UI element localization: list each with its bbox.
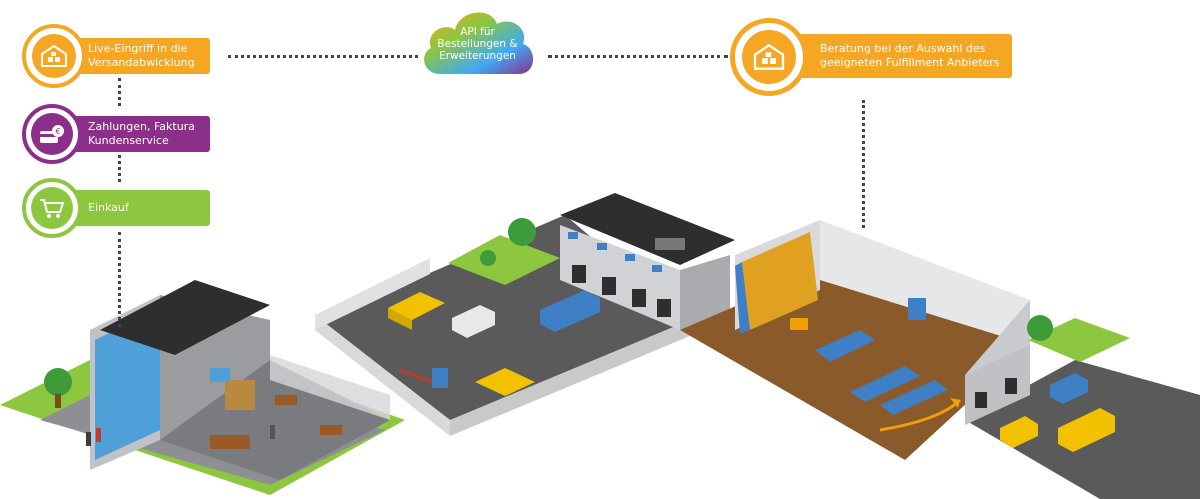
warehouse-icon: [742, 30, 796, 84]
roof-unit: [655, 238, 685, 250]
warehouse-icon: [32, 34, 76, 78]
delivery-van-yellow: [1000, 416, 1038, 448]
blue-shelving: [815, 330, 875, 362]
delivery-van: [1050, 373, 1088, 404]
delivery-truck: [1058, 408, 1115, 452]
warehouse-back-wall2: [820, 220, 1030, 345]
yard-fence-front: [315, 315, 450, 436]
cloud-text-line1: API für: [460, 26, 495, 38]
person: [270, 425, 275, 439]
svg-text:€: €: [55, 127, 60, 136]
cloud-text-line3: Erweiterungen: [439, 50, 516, 62]
api-cloud: API für Bestellungen & Erweiterungen: [415, 2, 540, 80]
callout-text-line2: geeigneten Fulfillment Anbieters: [820, 56, 1000, 69]
loading-door: [632, 289, 646, 307]
callout-text-line1: Live-Eingriff in die: [88, 42, 188, 55]
flow-arrowhead: [950, 398, 960, 408]
shopping-cart-icon: [31, 187, 73, 229]
office-screen: [210, 368, 230, 382]
office-roof: [100, 280, 270, 355]
connector-line: [548, 55, 728, 58]
container-truck: [540, 290, 600, 332]
callout-badge: [22, 178, 82, 238]
blue-shelving: [850, 366, 920, 402]
callout-text-line2: Versandabwicklung: [88, 56, 195, 69]
high-bay-rack-front: [735, 262, 750, 334]
loading-door: [602, 277, 616, 295]
callout-badge: €: [22, 104, 82, 164]
blue-shelving: [880, 380, 948, 415]
office-desk: [275, 395, 297, 405]
office-interior-floor: [160, 360, 390, 480]
warehouse-window: [568, 232, 578, 239]
loading-door: [657, 299, 671, 317]
office-desk: [210, 435, 250, 449]
dock-door: [975, 392, 987, 408]
office-wall-glass: [270, 355, 390, 420]
tree: [508, 218, 536, 246]
forklift: [790, 318, 808, 330]
warehouse-window: [652, 265, 662, 272]
callout-text-line1: Einkauf: [88, 201, 129, 214]
person: [86, 432, 91, 446]
connector-line: [118, 78, 121, 106]
dock-grass: [1028, 318, 1130, 362]
yard-fence-back: [315, 258, 430, 330]
yard-fence-front2: [450, 320, 690, 436]
connector-line: [228, 55, 418, 58]
loading-door: [572, 265, 586, 283]
callout-text-line1: Zahlungen, Faktura: [88, 120, 195, 133]
warehouse-roof: [560, 193, 735, 265]
office-glass-facade: [95, 308, 160, 460]
connector-line: [118, 155, 121, 182]
yard-grass: [448, 235, 560, 285]
connector-line: [118, 232, 121, 327]
high-bay-rack: [742, 232, 818, 330]
parking-marking: [475, 368, 535, 396]
callout-badge: [730, 18, 808, 96]
tree: [1027, 315, 1053, 341]
warehouse-window: [625, 254, 635, 261]
pallet-stack-side: [388, 308, 412, 330]
warehouse-side: [680, 255, 730, 330]
payment-cards-icon: €: [31, 113, 73, 155]
gatehouse: [432, 368, 448, 388]
dock-door: [1005, 378, 1017, 394]
bush: [480, 250, 496, 266]
cloud-text: API für Bestellungen & Erweiterungen: [415, 26, 540, 62]
tree: [44, 368, 72, 396]
wall-screen: [908, 298, 926, 320]
white-van: [452, 305, 495, 338]
callout-badge: [22, 24, 86, 88]
person: [96, 428, 101, 442]
office-desk: [320, 425, 342, 435]
cloud-text-line2: Bestellungen &: [437, 38, 518, 50]
office-shelf: [225, 380, 255, 410]
warehouse-front: [560, 225, 680, 330]
callout-text-line1: Beratung bei der Auswahl des: [820, 42, 986, 55]
warehouse-window: [597, 243, 607, 250]
barrier: [399, 368, 433, 384]
pallet-stack: [388, 292, 445, 320]
connector-line: [862, 100, 865, 228]
callout-text-line2: Kundenservice: [88, 134, 169, 147]
tree-trunk: [55, 394, 61, 408]
cloud-shape: [424, 12, 534, 74]
